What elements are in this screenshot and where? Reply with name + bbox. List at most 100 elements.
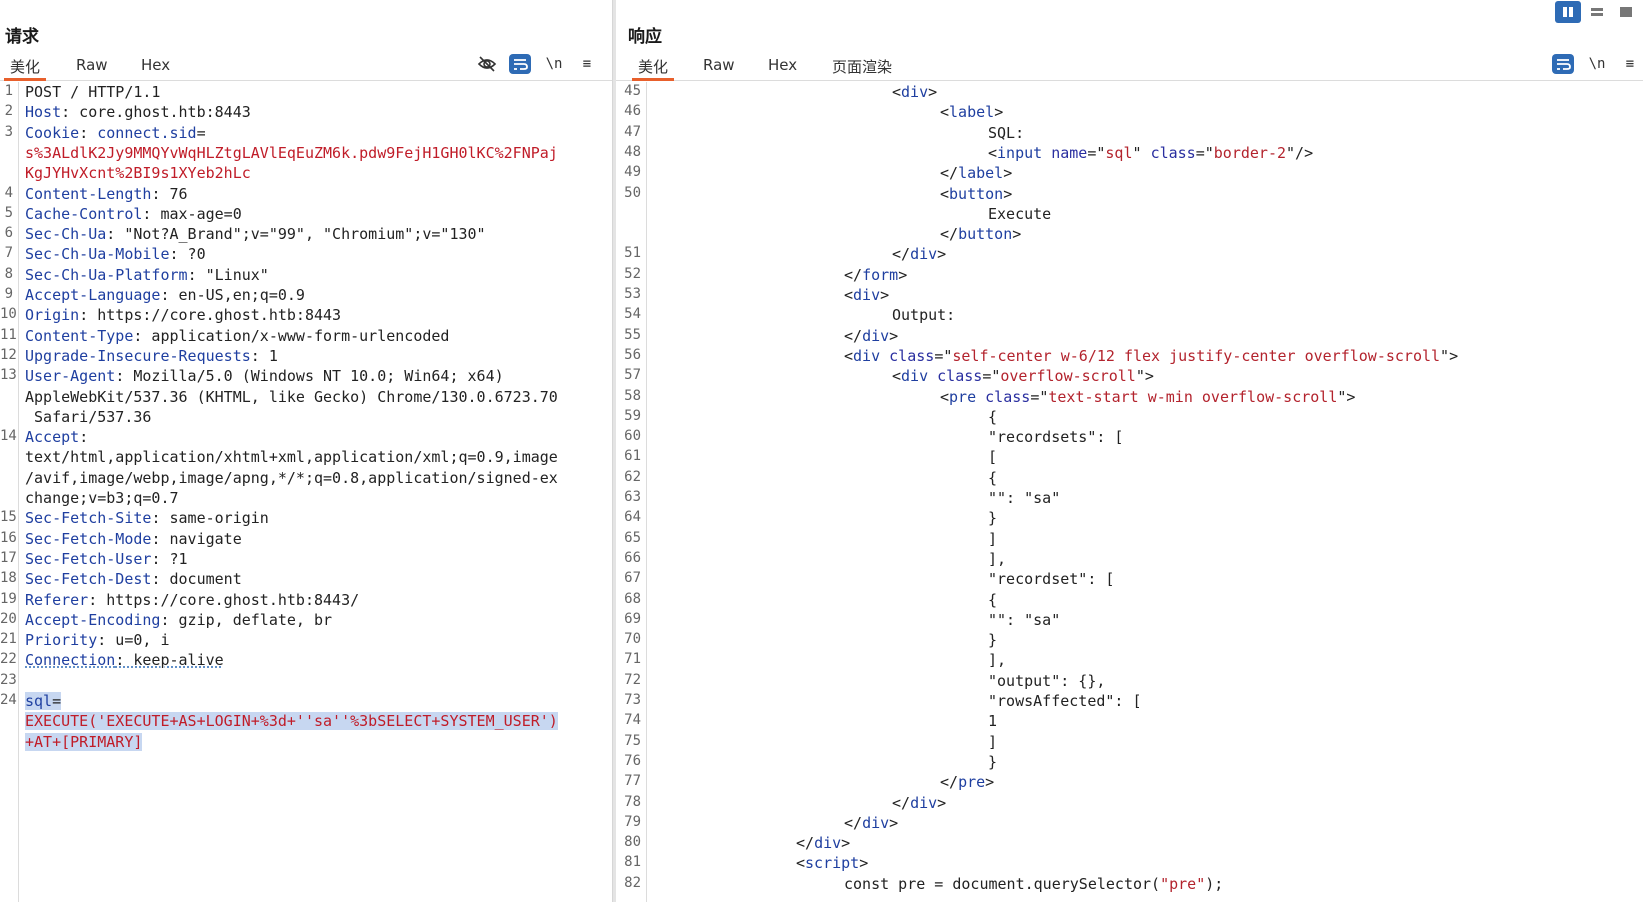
- line-number: 15: [0, 509, 17, 526]
- tab-render[interactable]: 页面渲染: [832, 58, 893, 76]
- line-number: 4: [4, 184, 13, 201]
- code-token: ">: [1135, 367, 1154, 386]
- code-token: [928, 367, 937, 385]
- code-token: >: [1003, 184, 1013, 203]
- code-line: change;v=b3;q=0.7: [25, 489, 179, 507]
- code-token: >: [985, 773, 995, 792]
- split-view-icon[interactable]: [1555, 1, 1581, 23]
- tab-raw[interactable]: Raw: [703, 56, 735, 74]
- code-token: div: [853, 286, 881, 304]
- line-number: 72: [624, 671, 641, 688]
- code-line: Accept-Language: en-US,en;q=0.9: [25, 286, 305, 304]
- line-number: 11: [0, 326, 17, 343]
- code-token: [1042, 144, 1051, 162]
- line-number: 6: [4, 225, 13, 242]
- code-token: Cache-Control: [25, 204, 143, 223]
- code-line: </button>: [940, 225, 1021, 243]
- code-token: <: [940, 184, 950, 203]
- line-number: 70: [624, 631, 641, 648]
- tab-pretty[interactable]: 美化: [4, 56, 47, 81]
- code-token: "rowsAffected": [: [988, 692, 1142, 710]
- line-number: 81: [624, 854, 641, 871]
- code-token: ],: [988, 651, 1007, 670]
- code-token: [976, 388, 985, 406]
- code-line: <script>: [796, 854, 868, 872]
- code-token: Origin: [25, 306, 80, 325]
- line-number: 67: [624, 570, 641, 587]
- tab-hex[interactable]: Hex: [768, 56, 798, 74]
- code-token: Cookie: [25, 123, 80, 142]
- code-token: 1: [988, 712, 998, 731]
- line-number: 60: [624, 428, 641, 445]
- code-token: label: [958, 164, 1004, 183]
- wrap-icon[interactable]: [1552, 54, 1574, 74]
- menu-icon[interactable]: ≡: [1625, 56, 1635, 72]
- code-line: Sec-Ch-Ua-Mobile: ?0: [25, 245, 206, 263]
- code-line: Referer: https://core.ghost.htb:8443/: [25, 591, 359, 609]
- code-token: : https://core.ghost.htb:8443: [79, 306, 342, 325]
- code-line: Sec-Fetch-Dest: document: [25, 570, 242, 588]
- code-token: "recordset": [: [988, 570, 1115, 589]
- line-number: 74: [624, 712, 641, 729]
- newline-toggle-button[interactable]: \n: [1588, 56, 1606, 72]
- code-token: KgJYHvXcnt%2BI9s1XYeb2hLc: [25, 164, 251, 183]
- tab-pretty[interactable]: 美化: [632, 56, 675, 81]
- code-token: ">: [1440, 346, 1459, 365]
- code-line: <label>: [940, 103, 1003, 121]
- code-token: ">: [1337, 387, 1356, 406]
- response-tabs: 美化 Raw Hex 页面渲染 \n ≡: [616, 52, 1643, 81]
- eye-slash-icon[interactable]: [476, 54, 498, 74]
- code-token: name: [1051, 143, 1088, 162]
- code-line: "recordsets": [: [988, 428, 1123, 446]
- code-token: =": [982, 367, 1001, 386]
- line-number: 22: [0, 651, 17, 668]
- line-number: 62: [624, 468, 641, 485]
- code-token: >: [1003, 164, 1013, 183]
- code-line: "": "sa": [988, 489, 1060, 507]
- code-line: {: [988, 408, 997, 426]
- tab-hex[interactable]: Hex: [141, 56, 171, 74]
- code-line: Content-Type: application/x-www-form-url…: [25, 327, 449, 345]
- code-token: /avif,image/webp,image/apng,*/*;q=0.8,ap…: [25, 468, 558, 487]
- wrap-icon[interactable]: [509, 54, 531, 74]
- newline-toggle-button[interactable]: \n: [545, 56, 563, 72]
- line-number: 2: [4, 103, 13, 120]
- code-token: </: [940, 164, 959, 183]
- line-number: 73: [624, 692, 641, 708]
- menu-icon[interactable]: ≡: [582, 56, 592, 72]
- code-token: class: [889, 346, 935, 365]
- request-title: 请求: [5, 27, 39, 47]
- code-token: div: [814, 834, 842, 853]
- line-number: 45: [624, 83, 641, 99]
- code-line: "": "sa": [988, 611, 1060, 629]
- code-token: >: [1012, 225, 1022, 244]
- code-token: </: [844, 265, 863, 284]
- code-line: Accept:: [25, 428, 88, 446]
- tab-raw[interactable]: Raw: [76, 56, 108, 74]
- line-number: 63: [624, 489, 641, 505]
- code-token: form: [862, 265, 899, 284]
- code-token: POST / HTTP/1.1: [25, 83, 161, 101]
- code-token: </: [940, 773, 959, 792]
- horizontal-split-icon[interactable]: [1584, 1, 1610, 23]
- code-token: "recordsets": [: [988, 428, 1124, 447]
- code-token: label: [949, 103, 995, 122]
- code-token: Sec-Fetch-Dest: [25, 570, 152, 589]
- line-number: 47: [624, 123, 641, 140]
- line-number: 77: [624, 773, 641, 790]
- code-line: Output:: [892, 306, 955, 324]
- line-number: 58: [624, 387, 641, 404]
- code-token: : ?0: [169, 245, 206, 264]
- response-pane: 响应 美化 Raw Hex 页面渲染 \n ≡ 45<div>46<label>…: [616, 0, 1643, 902]
- code-token: sql: [25, 692, 53, 710]
- code-token: ]: [988, 529, 998, 548]
- code-line: }: [988, 509, 997, 527]
- single-view-icon[interactable]: [1613, 1, 1639, 23]
- code-token: );: [1205, 874, 1224, 893]
- code-token: Safari/537.36: [25, 407, 152, 426]
- code-token: : https://core.ghost.htb:8443/: [88, 590, 360, 609]
- code-token: : navigate: [151, 529, 242, 548]
- pane-splitter[interactable]: [612, 0, 616, 902]
